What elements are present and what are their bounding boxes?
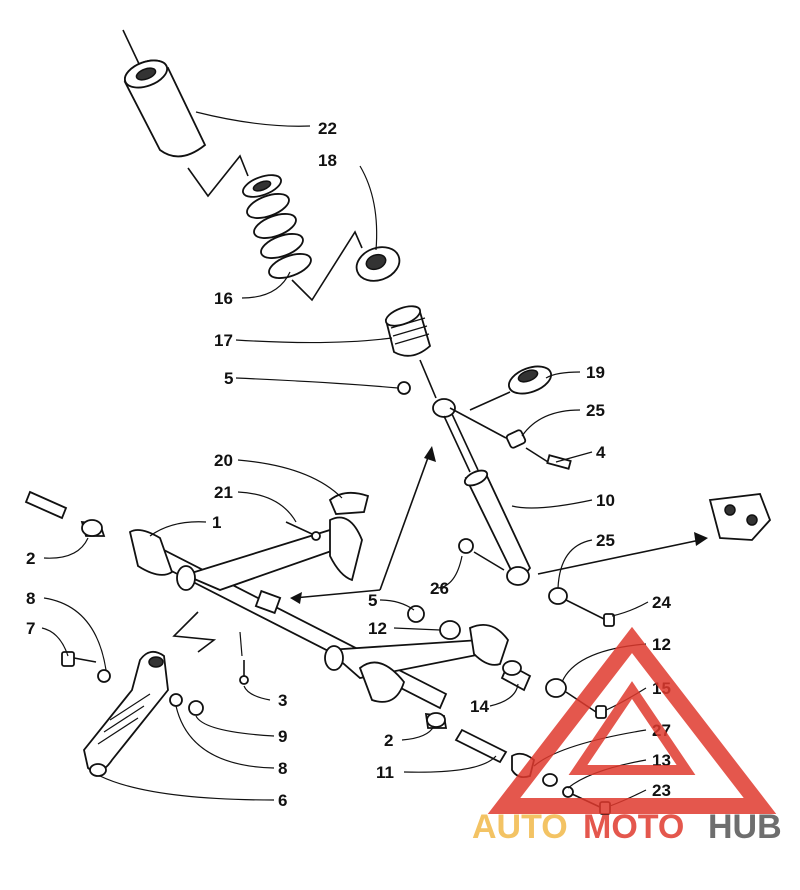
callout-label: 7 <box>26 619 35 638</box>
callout-label: 24 <box>652 593 671 612</box>
shock-boot <box>122 29 207 158</box>
callout-label: 8 <box>26 589 35 608</box>
bushing-12-upper <box>439 620 461 640</box>
pin-11 <box>454 728 508 764</box>
callout-label: 23 <box>652 781 671 800</box>
front-arm-assembly <box>128 516 510 710</box>
callout-label: 11 <box>376 763 394 782</box>
steering-arm-6 <box>83 650 169 777</box>
callout-label: 3 <box>278 691 287 710</box>
sleeve-14 <box>500 660 532 692</box>
watermark-hub: HUB <box>708 808 782 846</box>
bolt-7 <box>61 651 97 667</box>
bump-stop <box>384 305 432 357</box>
callout-label: 16 <box>214 289 233 308</box>
watermark-auto: AUTO <box>472 808 568 846</box>
callout-label: 12 <box>652 635 671 654</box>
washer-8-left <box>97 669 111 683</box>
pin-left <box>24 490 68 520</box>
nut-5-upper <box>397 381 411 395</box>
washer-13 <box>542 773 574 798</box>
nut-26 <box>458 538 505 571</box>
callout-label: 14 <box>470 697 489 716</box>
callout-label: 1 <box>212 513 221 532</box>
spacer-25-lower <box>548 587 615 627</box>
watermark-logo: AUTO MOTO HUB <box>472 626 782 846</box>
bushing-2-right <box>424 712 448 729</box>
washer-8-lower <box>169 693 183 707</box>
callout-label: 5 <box>224 369 233 388</box>
callout-label: 22 <box>318 119 337 138</box>
watermark-triangle <box>487 626 777 814</box>
callout-label: 2 <box>26 549 35 568</box>
callout-label: 26 <box>430 579 449 598</box>
spring-adjuster <box>355 246 401 282</box>
bushing-2-left <box>80 519 106 537</box>
shock-spring <box>242 174 312 279</box>
shock-absorber <box>432 398 532 586</box>
callout-label: 10 <box>596 491 615 510</box>
callout-label: 19 <box>586 363 605 382</box>
bracket-cap-20 <box>328 491 370 515</box>
callout-label: 20 <box>214 451 233 470</box>
callout-label: 4 <box>596 443 606 462</box>
callout-label: 5 <box>368 591 377 610</box>
callout-label: 18 <box>318 151 337 170</box>
callout-label: 25 <box>596 531 615 550</box>
callout-label: 21 <box>214 483 233 502</box>
callout-label: 2 <box>384 731 393 750</box>
nut-9 <box>188 700 204 716</box>
callout-label: 6 <box>278 791 287 810</box>
callout-label: 25 <box>586 401 605 420</box>
pin-21 <box>285 521 321 541</box>
nut-5-lower <box>407 605 425 623</box>
washer-19 <box>508 365 552 395</box>
spacer-25-upper <box>505 429 572 470</box>
callout-label: 9 <box>278 727 287 746</box>
grease-fitting-3 <box>239 660 249 685</box>
watermark-moto: MOTO <box>583 808 684 846</box>
callout-label: 8 <box>278 759 287 778</box>
callout-label: 17 <box>214 331 233 350</box>
callout-label: 12 <box>368 619 387 638</box>
chassis-mount-detail <box>708 493 772 541</box>
